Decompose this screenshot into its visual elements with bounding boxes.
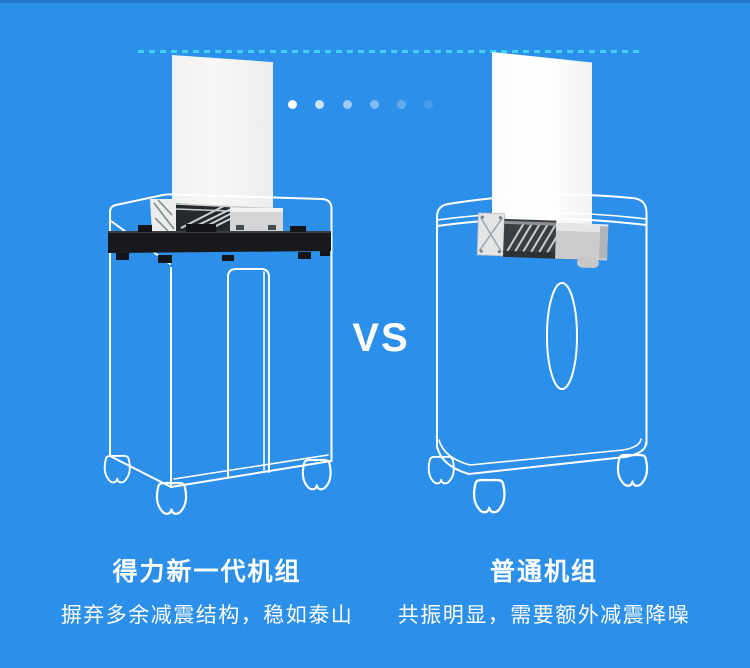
left-cutter-mechanism <box>108 199 331 263</box>
fading-dot <box>424 100 433 109</box>
right-product-subtitle: 共振明显，需要额外减震降噪 <box>397 604 691 627</box>
left-shredder-illustration <box>103 193 333 515</box>
dashed-divider-line <box>138 50 640 53</box>
right-shredder-illustration <box>427 193 649 514</box>
top-edge-line <box>0 0 750 3</box>
fading-dot <box>397 100 406 109</box>
fading-dot <box>370 100 379 109</box>
fading-dot <box>288 100 297 109</box>
vs-label: VS <box>352 316 410 360</box>
left-product-subtitle: 摒弃多余减震结构，稳如泰山 <box>60 604 354 627</box>
fading-dot <box>343 100 352 109</box>
right-product-caption: 普通机组 共振明显，需要额外减震降噪 <box>383 552 705 629</box>
left-product-title: 得力新一代机组 <box>112 558 302 586</box>
right-cutter-mechanism <box>476 212 609 268</box>
right-product-title: 普通机组 <box>489 558 598 586</box>
left-product-caption: 得力新一代机组 摒弃多余减震结构，稳如泰山 <box>40 552 374 629</box>
fading-dot <box>315 100 324 109</box>
